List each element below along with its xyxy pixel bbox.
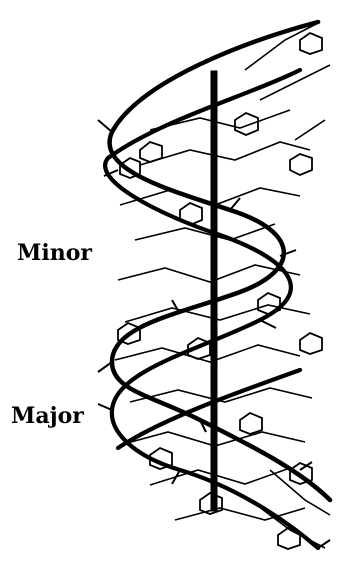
minor-groove-label: Minor xyxy=(14,240,95,266)
major-groove-label: Major xyxy=(8,403,87,429)
backbone-strand-one xyxy=(110,22,330,500)
